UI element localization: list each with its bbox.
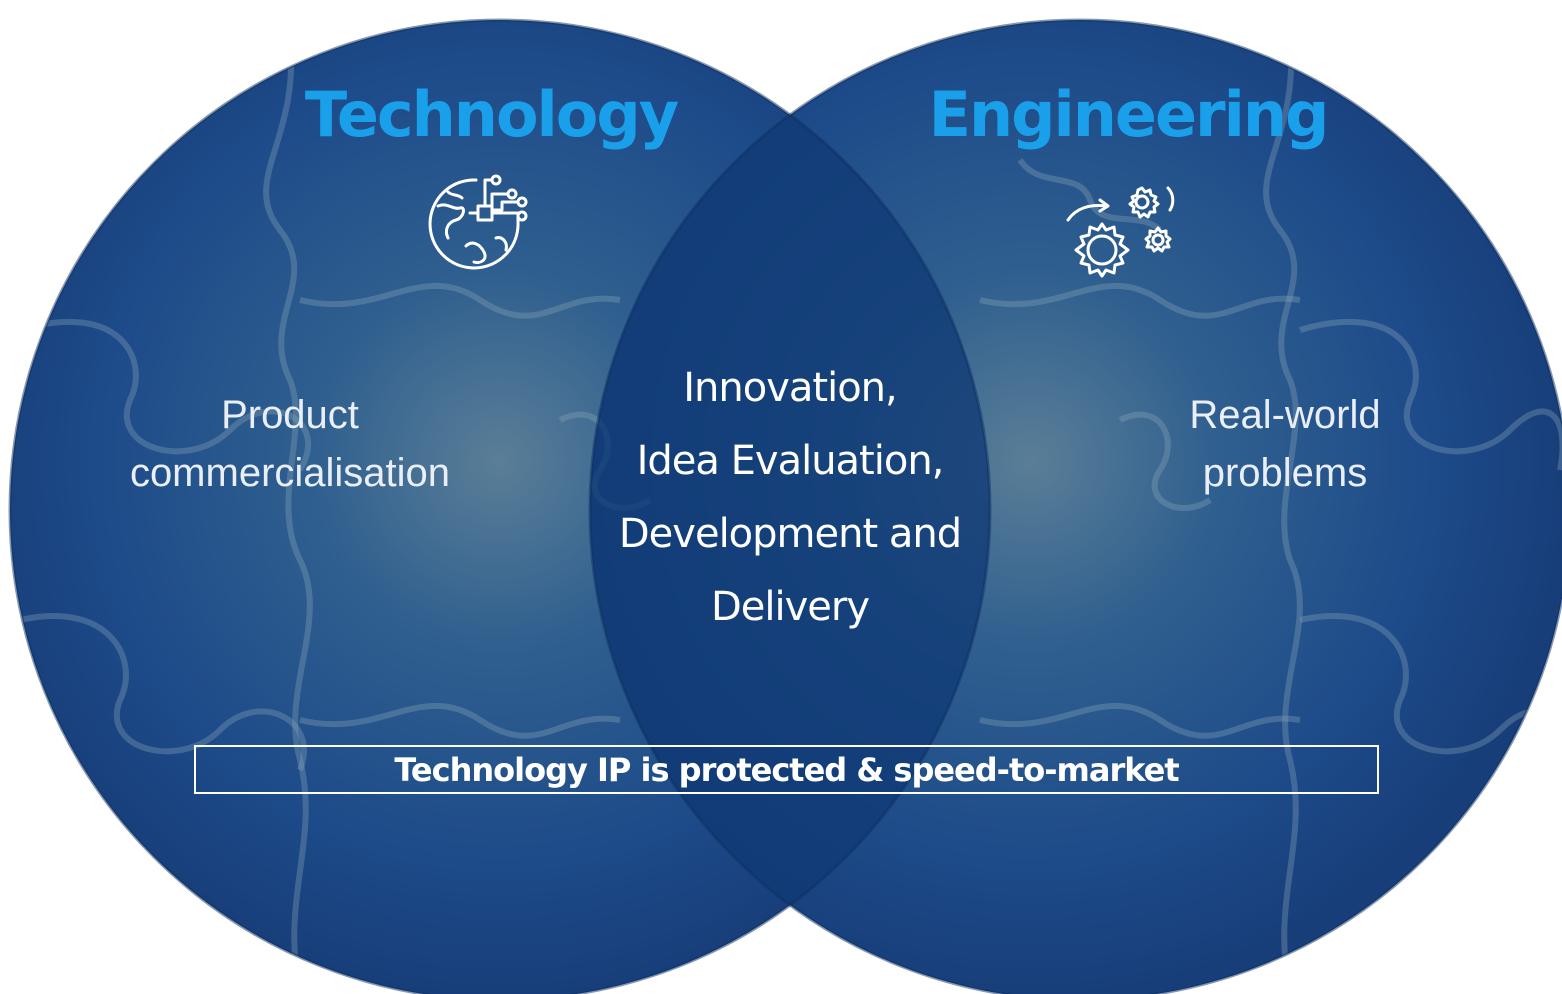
- technology-description-line: commercialisation: [129, 451, 451, 495]
- overlap-line: Innovation,: [683, 365, 898, 411]
- technology-description: Product commercialisation: [80, 386, 500, 502]
- engineering-description: Real-world problems: [1130, 386, 1440, 502]
- overlap-description: Innovation, Idea Evaluation, Development…: [580, 352, 1000, 644]
- globe-circuit-icon: [428, 174, 528, 270]
- summary-banner: Technology IP is protected & speed-to-ma…: [194, 745, 1379, 794]
- gears-icon: [1066, 186, 1175, 278]
- engineering-title: Engineering: [928, 78, 1330, 151]
- summary-banner-text: Technology IP is protected & speed-to-ma…: [394, 750, 1179, 789]
- technology-title: Technology: [304, 78, 679, 151]
- overlap-line: Delivery: [710, 584, 870, 630]
- overlap-line: Development and: [618, 511, 962, 557]
- overlap-line: Idea Evaluation,: [636, 438, 945, 484]
- technology-description-line: Product: [221, 393, 359, 437]
- overlap-region: [590, 20, 990, 994]
- engineering-description-line: problems: [1202, 451, 1368, 495]
- engineering-description-line: Real-world: [1189, 393, 1381, 437]
